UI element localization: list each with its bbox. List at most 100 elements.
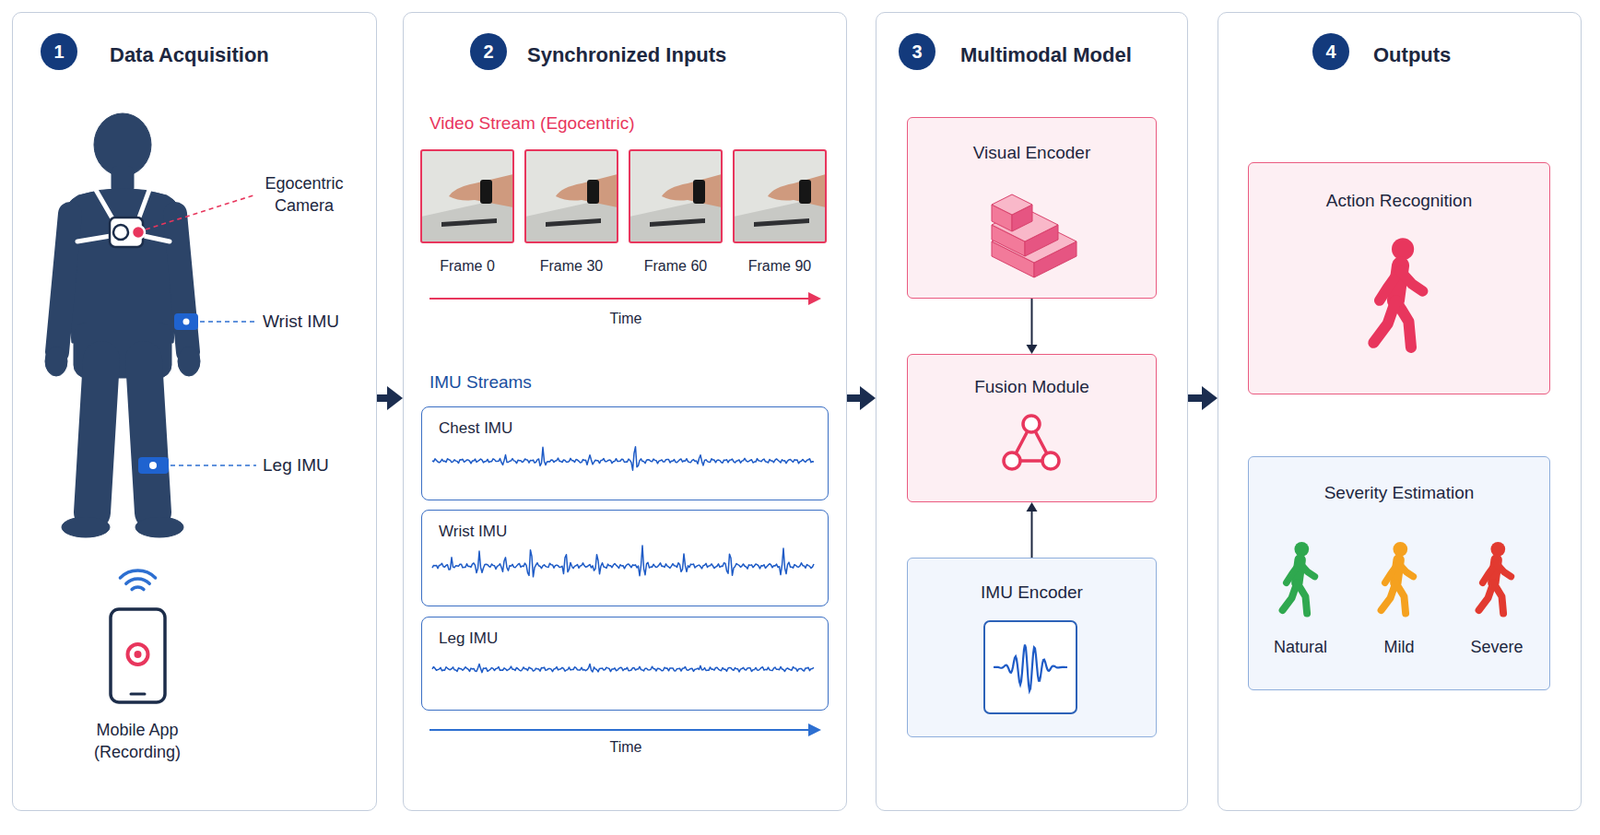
step-number: 1 [53, 40, 64, 63]
panel-title: Data Acquisition [109, 42, 270, 69]
figure-limb [1373, 300, 1396, 343]
figure-limb [1282, 582, 1298, 611]
imu-icon-frame [984, 621, 1077, 714]
imu-signal [432, 663, 814, 672]
figure-head [1391, 237, 1414, 260]
module-box: IMU Encoder [906, 557, 1157, 738]
frame-arm [767, 174, 826, 208]
person-arm [57, 213, 71, 353]
stage-arrow [847, 386, 876, 411]
frame-surface [733, 150, 826, 217]
frame-slot [649, 218, 706, 227]
connector-line [1031, 510, 1034, 558]
frame-arm [555, 174, 618, 208]
module-box: Action Recognition [1247, 162, 1551, 395]
person-hips [73, 322, 172, 378]
step-badge: 2 [470, 33, 507, 71]
arrow-head [387, 386, 403, 411]
figure-limb [1286, 564, 1300, 584]
figure-limb [1395, 582, 1406, 613]
severity-level: Natural [1258, 635, 1342, 659]
figure-head [1490, 541, 1506, 557]
fusion-icon [1003, 415, 1059, 470]
connector-line [1031, 298, 1034, 346]
arrow-head [1201, 386, 1218, 411]
box-title: Severity Estimation [1248, 482, 1550, 505]
block-left [991, 241, 1035, 278]
stage-arrow [1188, 386, 1218, 411]
iso-block [991, 220, 1077, 278]
figure-limb [1400, 270, 1424, 292]
frame-slot [753, 218, 810, 227]
frame-wristband [587, 179, 600, 204]
frame-background [421, 150, 514, 243]
figure-head [1294, 541, 1309, 557]
step-number: 3 [911, 40, 922, 63]
person-foot [135, 517, 184, 538]
frame-wristband [693, 179, 706, 204]
frame-surface [525, 150, 618, 217]
panel-title: Outputs [1373, 42, 1451, 69]
frame-slot [441, 218, 497, 227]
walking-figure [1381, 541, 1414, 614]
figure-limb [1385, 564, 1399, 584]
imu-signal [432, 545, 814, 577]
stage-panel: 2Synchronized InputsChest IMUWrist IMULe… [402, 11, 848, 812]
frame-background [629, 150, 722, 243]
leg-sensor [138, 457, 169, 474]
box-title: Visual Encoder [907, 141, 1156, 165]
phone-home-bar [130, 693, 145, 696]
figure-limb [1496, 564, 1512, 577]
connector-group [376, 298, 1218, 558]
step-badge: 1 [40, 33, 78, 71]
stage-panel: 3Multimodal ModelVisual EncoderFusion Mo… [875, 11, 1189, 812]
flow-arrow [1026, 298, 1038, 354]
video-frame [421, 150, 514, 243]
imu-icon [984, 621, 1077, 714]
figure-limb [1379, 270, 1400, 301]
time-axis-head [808, 723, 822, 737]
frame-surface [629, 150, 722, 217]
figure-limb [1296, 559, 1300, 583]
figure-limb [1395, 559, 1399, 583]
panel-title: Synchronized Inputs [527, 42, 727, 69]
fusion-vertex [1042, 452, 1059, 470]
frame-arm [448, 174, 514, 208]
frame-surface [421, 150, 514, 217]
figure-limb [1482, 564, 1496, 584]
generated-illustration [421, 150, 1511, 714]
video-frame [733, 150, 826, 243]
box-title: IMU Encoder [907, 581, 1156, 604]
camera-record-dot [131, 225, 145, 239]
camera-body [109, 217, 143, 248]
stage-panel: 4OutputsAction RecognitionSeverity Estim… [1217, 11, 1582, 812]
sensor-band [174, 313, 199, 330]
phone-symbol [110, 609, 165, 703]
block-left [991, 204, 1012, 232]
walking-figure [1373, 237, 1423, 348]
block-right [1024, 224, 1059, 257]
arrow-head [859, 386, 876, 411]
person-silhouette [45, 113, 200, 538]
severity-level: Severe [1455, 635, 1539, 659]
chest-harness [77, 189, 170, 242]
flow-arrow [1026, 502, 1038, 558]
block-right [1034, 241, 1077, 278]
module-box: Fusion Module [906, 353, 1157, 503]
wifi-symbol [119, 570, 155, 590]
person-torso [61, 188, 184, 344]
time-axis [429, 292, 822, 306]
arrow-head [1026, 502, 1038, 512]
stage-panel: 1 Data Acquisition [11, 11, 377, 812]
walking-figure [1282, 541, 1316, 614]
figure-limb [1493, 582, 1504, 613]
sensor-dot [149, 461, 157, 470]
time-axis-line [429, 297, 812, 300]
imu-icon-wave [993, 645, 1068, 692]
figure-limb [1399, 564, 1414, 577]
fusion-vertex [1023, 415, 1040, 433]
figure-limb [1381, 582, 1397, 611]
module-box: Severity EstimationNaturalMildSevere [1247, 456, 1551, 691]
connector-line [1188, 394, 1203, 402]
